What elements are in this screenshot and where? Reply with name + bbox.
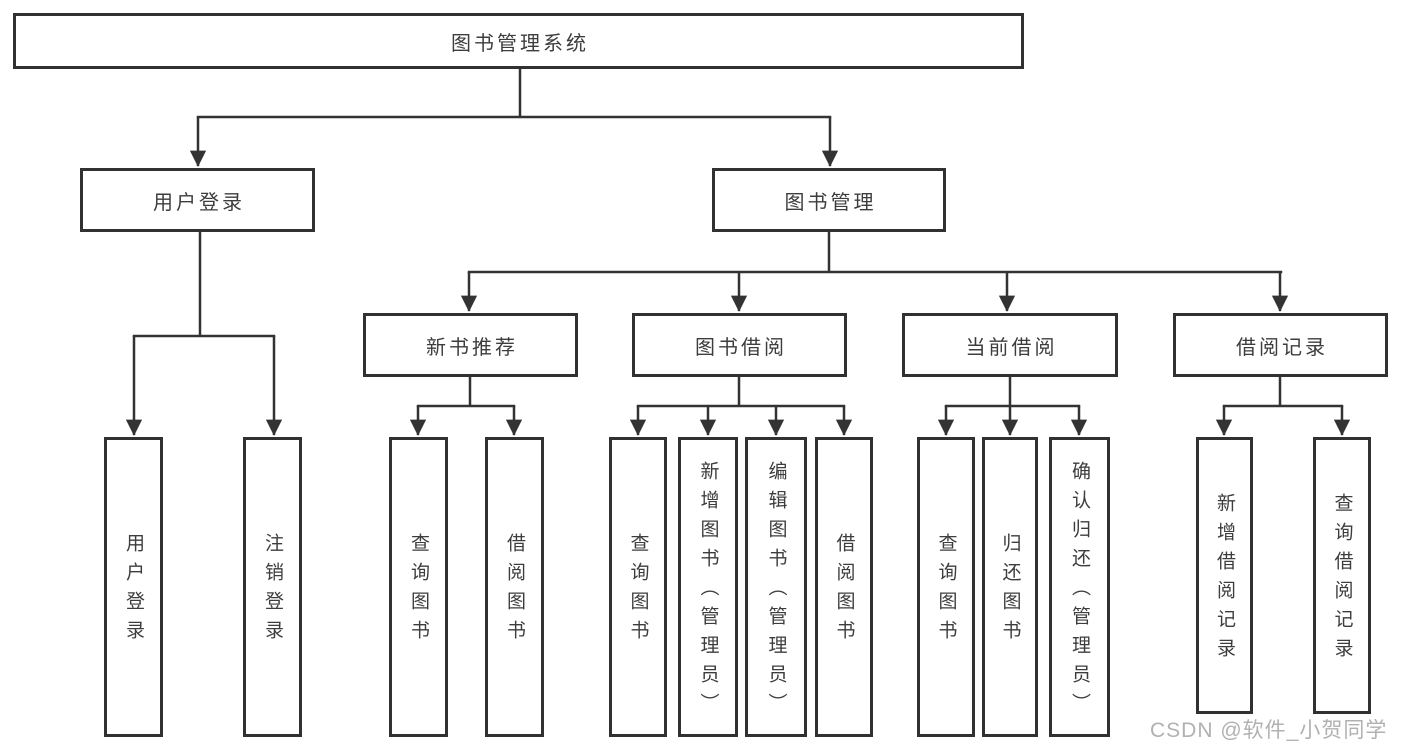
- leaf-records-add-record: 新增借阅记录: [1196, 437, 1253, 714]
- leaf-borrowing-add-books-admin: 新增图书（管理员）: [678, 437, 738, 737]
- leaf-borrowing-borrow-books: 借阅图书: [815, 437, 873, 737]
- node-current-borrowing: 当前借阅: [902, 313, 1118, 377]
- leaf-user-login: 用户登录: [104, 437, 163, 737]
- node-new-book-recommend: 新书推荐: [363, 313, 578, 377]
- leaf-borrowing-query-books: 查询图书: [609, 437, 667, 737]
- node-book-management: 图书管理: [712, 168, 946, 232]
- leaf-borrowing-edit-books-admin: 编辑图书（管理员）: [745, 437, 807, 737]
- node-borrowing-records: 借阅记录: [1173, 313, 1388, 377]
- leaf-records-query-record: 查询借阅记录: [1313, 437, 1371, 714]
- watermark: CSDN @软件_小贺同学: [1150, 719, 1388, 742]
- node-book-borrowing: 图书借阅: [632, 313, 847, 377]
- leaf-current-return-books: 归还图书: [982, 437, 1038, 737]
- leaf-current-query-books: 查询图书: [917, 437, 975, 737]
- leaf-current-confirm-return-admin: 确认归还（管理员）: [1049, 437, 1110, 737]
- leaf-logout: 注销登录: [243, 437, 302, 737]
- leaf-recommend-query-books: 查询图书: [389, 437, 448, 737]
- node-root: 图书管理系统: [13, 13, 1024, 69]
- node-user-login: 用户登录: [80, 168, 315, 232]
- leaf-recommend-borrow-books: 借阅图书: [485, 437, 544, 737]
